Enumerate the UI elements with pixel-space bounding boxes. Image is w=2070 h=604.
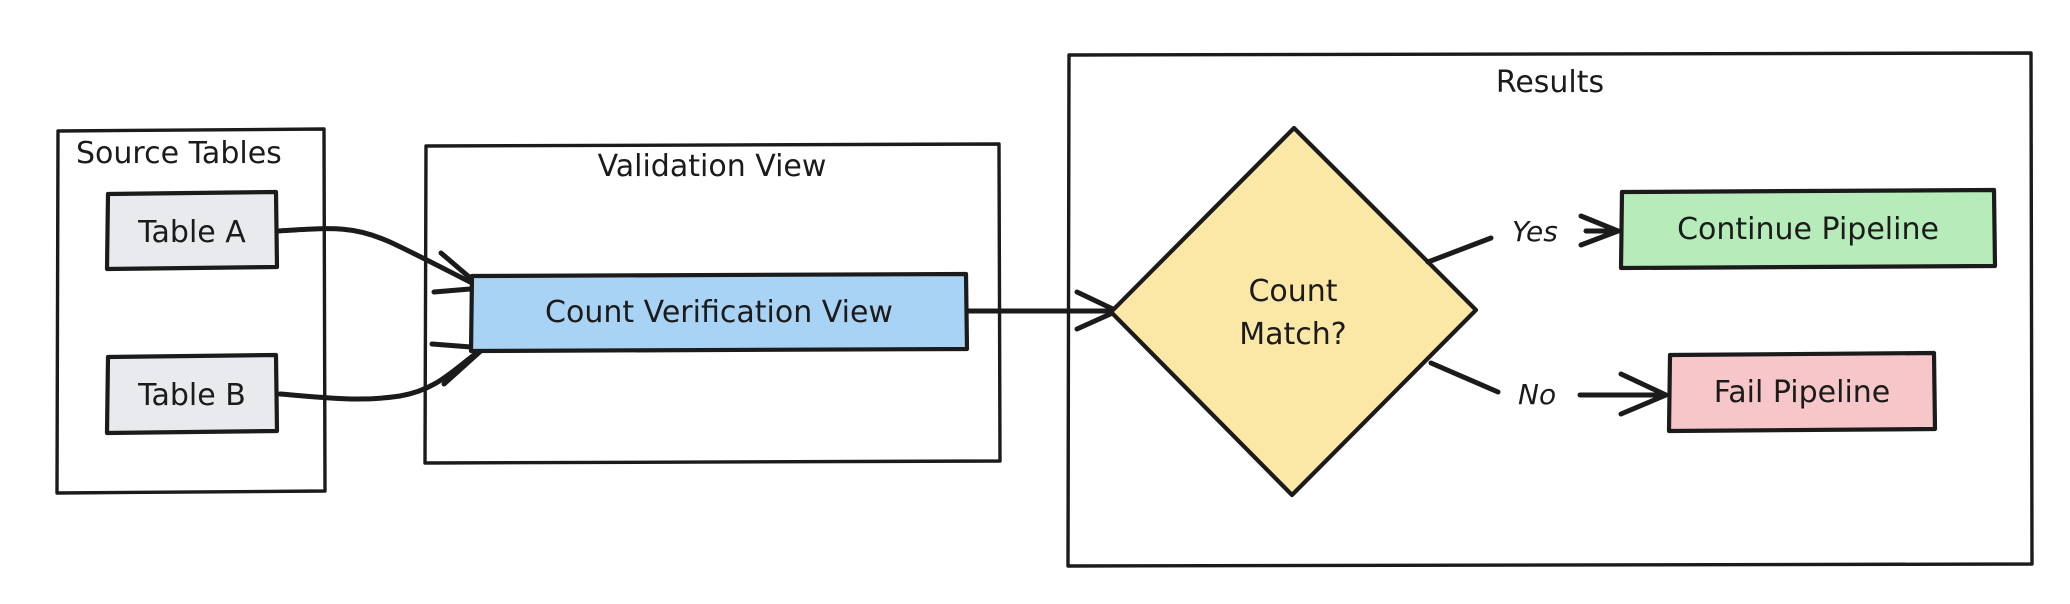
node-count-match[interactable]: Count Match? [1108,125,1479,498]
node-fail-pipeline[interactable]: Fail Pipeline [1666,350,1938,434]
node-table-b[interactable]: Table B [104,352,280,436]
edge-decision-no: No [1428,360,1669,417]
edge-no-label: No [1518,378,1556,411]
node-count-verification-view[interactable]: Count Verification View [468,271,970,354]
edge-yes-line [1425,235,1494,265]
source-tables-label: Source Tables [76,136,282,171]
edge-table-b-line [277,349,481,402]
node-continue-pipeline[interactable]: Continue Pipeline [1618,187,1998,271]
edge-yes-label: Yes [1512,215,1558,248]
table-a-shape [104,189,280,272]
table-a-label: Table A [137,215,246,250]
source-tables-border [55,127,327,495]
continue-pipeline-label: Continue Pipeline [1677,212,1939,247]
count-match-label-line2: Match? [1239,317,1346,352]
edge-decision-yes: Yes [1425,213,1621,265]
table-b-shape [104,352,280,436]
container-source-tables[interactable]: Source Tables [55,127,327,495]
results-label: Results [1496,65,1604,100]
fail-pipeline-label: Fail Pipeline [1714,375,1891,410]
table-b-label: Table B [137,378,246,413]
fail-pipeline-shape [1666,350,1938,434]
continue-pipeline-shape [1618,187,1998,271]
count-match-shape [1108,125,1479,498]
count-match-label-line1: Count [1248,274,1337,309]
edge-no-line [1428,360,1501,395]
validation-view-label: Validation View [598,149,827,184]
count-verification-view-label: Count Verification View [545,295,893,330]
node-table-a[interactable]: Table A [104,189,280,272]
edge-no-arrowhead [1618,371,1669,417]
count-verification-view-shape [468,271,970,354]
edge-table-a-line [275,226,479,288]
